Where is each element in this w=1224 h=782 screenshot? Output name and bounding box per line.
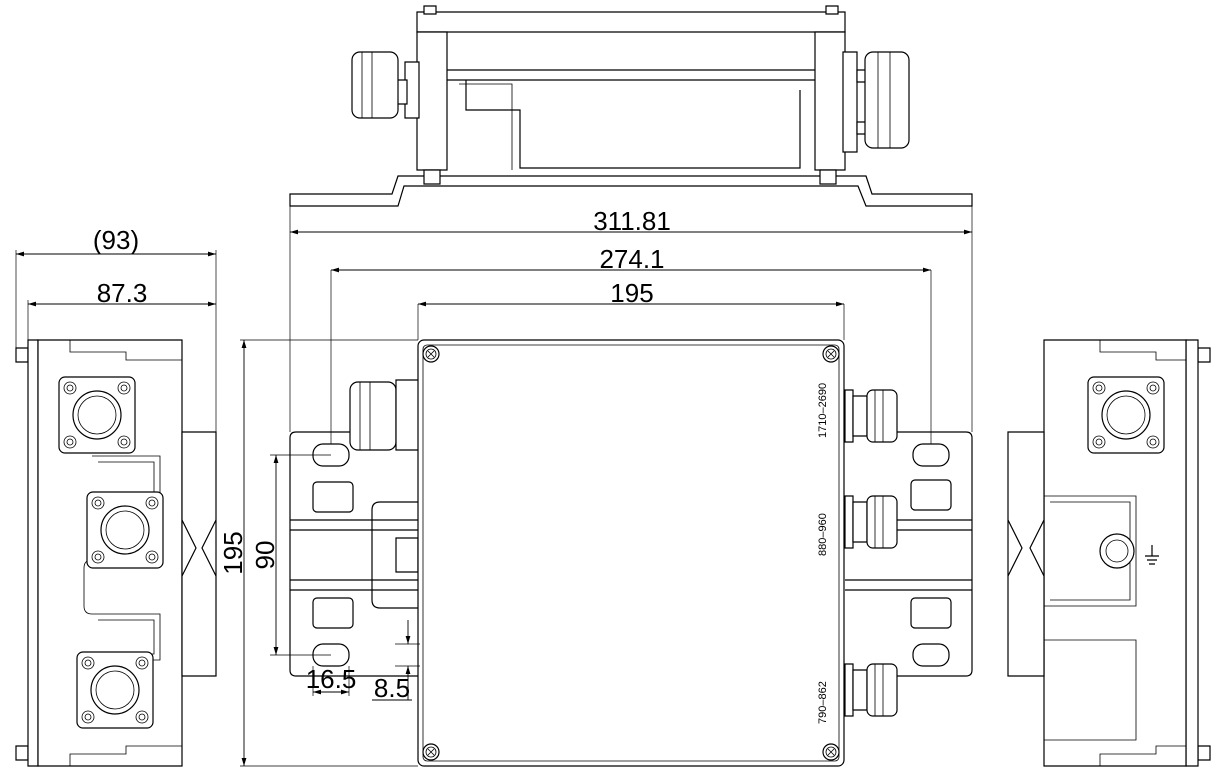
dim-box-height: 195: [218, 340, 418, 766]
ground-icon: [1145, 545, 1159, 564]
dim-text-195-height: 195: [218, 531, 248, 574]
dim-side-depth-ref: (93): [16, 225, 216, 432]
dim-text-8-5: 8.5: [374, 673, 410, 703]
dim-slot-length: 16.5: [306, 664, 357, 696]
dim-box-width: 195: [418, 278, 844, 340]
top-view: [290, 6, 972, 206]
dim-text-93: (93): [93, 225, 139, 255]
dim-text-274-1: 274.1: [599, 244, 664, 274]
dim-text-311-81: 311.81: [593, 206, 671, 236]
front-view: 1710–2690 880–960 790–862: [290, 340, 972, 766]
dim-overall-width: 311.81: [290, 206, 972, 432]
dim-text-195-width: 195: [610, 278, 653, 308]
port-label-1710-2690: 1710–2690: [817, 383, 829, 438]
dim-side-depth: 87.3: [28, 278, 216, 340]
left-side-view: [16, 340, 216, 766]
dim-text-90: 90: [250, 541, 280, 570]
port-label-790-862: 790–862: [817, 681, 829, 724]
dim-hole-span: 274.1: [331, 244, 931, 444]
mount-hole: [913, 644, 949, 666]
dim-text-16-5: 16.5: [306, 664, 357, 694]
dim-text-87-3: 87.3: [97, 278, 148, 308]
port-label-880-960: 880–960: [817, 513, 829, 556]
dim-slot-width: 8.5: [372, 620, 420, 703]
right-side-view: [1008, 340, 1210, 766]
dim-hole-pitch: 90: [250, 455, 331, 655]
ground-terminal: [1100, 534, 1134, 568]
enclosure-box: [418, 340, 844, 766]
